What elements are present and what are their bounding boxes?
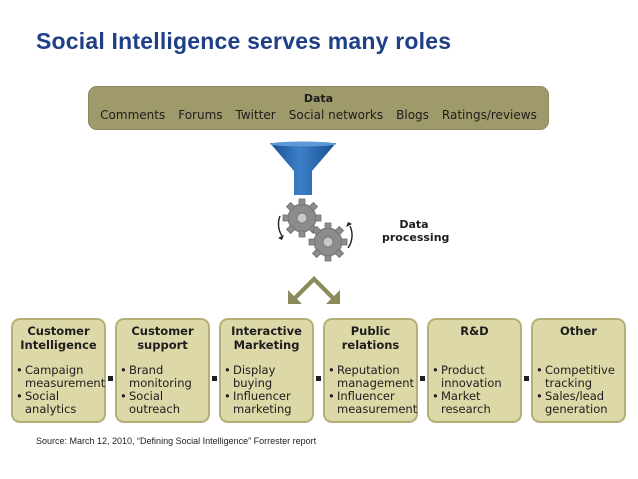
role-other: Other Competitive tracking Sales/lead ge… [531, 318, 626, 423]
data-sources-heading: Data [303, 92, 334, 105]
role-item: Sales/lead generation [536, 390, 622, 416]
role-title: R&D [460, 324, 489, 338]
source-forums: Forums [178, 108, 223, 122]
role-item: Influencer measurement [328, 390, 417, 416]
role-item: Campaign measurement [16, 364, 105, 390]
connector-dot [212, 376, 217, 381]
split-arrows-icon [288, 276, 340, 304]
role-item: Market research [432, 390, 518, 416]
role-items: Display buying Influencer marketing [224, 364, 310, 416]
connector-dot [420, 376, 425, 381]
gears-icon [277, 198, 353, 262]
source-social-networks: Social networks [288, 108, 384, 122]
source-twitter: Twitter [235, 108, 276, 122]
data-sources-list: Comments Forums Twitter Social networks … [88, 108, 549, 122]
role-item: Reputation management [328, 364, 414, 390]
source-comments: Comments [100, 108, 166, 122]
slide-title: Social Intelligence serves many roles [36, 28, 452, 54]
role-item: Influencer marketing [224, 390, 310, 416]
role-item: Display buying [224, 364, 310, 390]
role-items: Reputation management Influencer measure… [328, 364, 417, 416]
funnel-icon [270, 141, 336, 195]
role-items: Competitive tracking Sales/lead generati… [536, 364, 622, 416]
data-sources-bar: Data Comments Forums Twitter Social netw… [88, 86, 549, 130]
source-note: Source: March 12, 2010, “Defining Social… [36, 436, 317, 446]
role-item: Competitive tracking [536, 364, 622, 390]
source-ratings-reviews: Ratings/reviews [441, 108, 537, 122]
role-title: Other [560, 324, 597, 338]
role-items: Product innovation Market research [432, 364, 518, 416]
connector-dot [524, 376, 529, 381]
role-item: Social analytics [16, 390, 102, 416]
source-blogs: Blogs [396, 108, 429, 122]
role-items: Campaign measurement Social analytics [16, 364, 105, 416]
role-r-and-d: R&D Product innovation Market research [427, 318, 522, 423]
connector-dot [108, 376, 113, 381]
role-item: Brand monitoring [120, 364, 206, 390]
role-item: Social outreach [120, 390, 206, 416]
role-item: Product innovation [432, 364, 518, 390]
role-items: Brand monitoring Social outreach [120, 364, 206, 416]
connector-dot [316, 376, 321, 381]
